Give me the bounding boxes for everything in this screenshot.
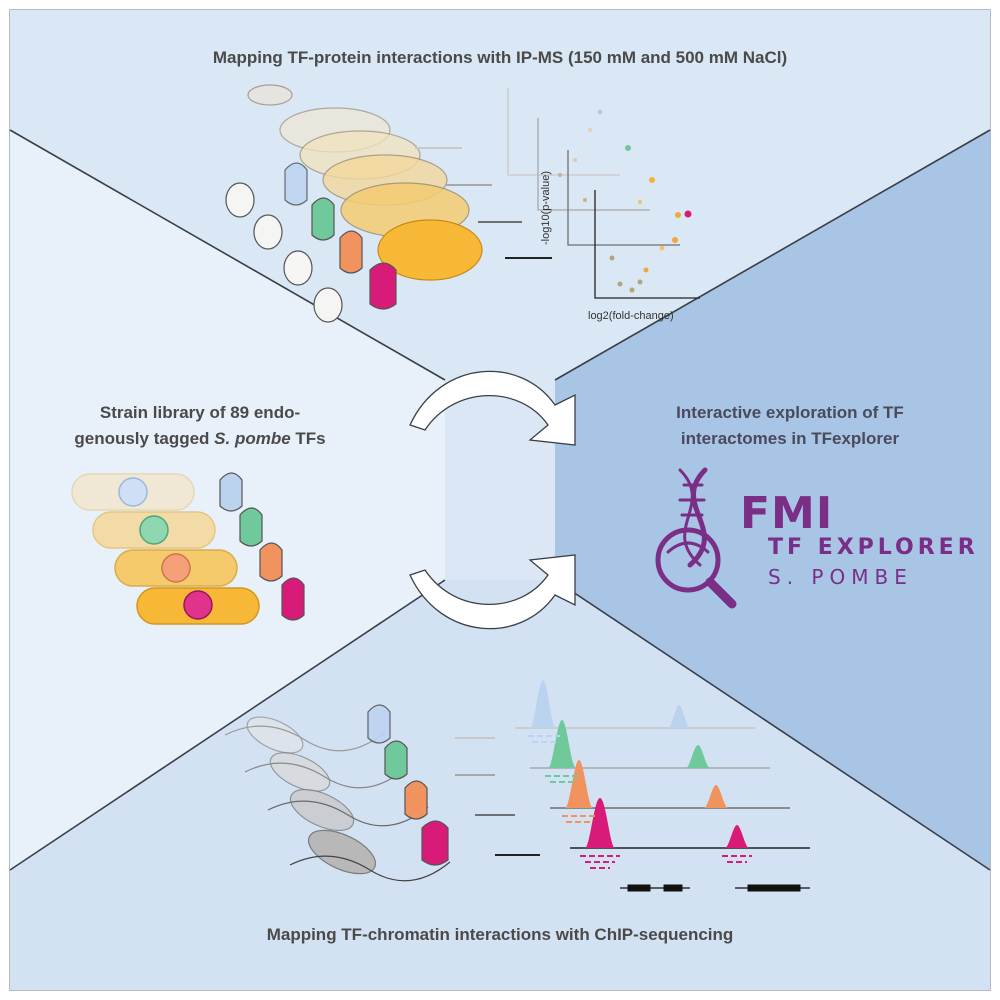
chromatin-nucleosomes [224,716,451,882]
strain-library [71,473,260,625]
volcano-plot-stack [507,88,700,299]
left-title-species: S. pombe [214,429,291,448]
left-panel-title: Strain library of 89 endo- genously tagg… [30,400,370,452]
chip-tagged-tfs [367,704,449,866]
panel-dividers [9,129,991,871]
strain-tfs [219,472,305,621]
right-title-line2: interactomes in TFexplorer [680,429,900,448]
right-title-line1: Interactive exploration of TF [676,403,904,422]
left-title-line1: Strain library of 89 endo- [99,403,301,422]
top-panel-title: Mapping TF-protein interactions with IP-… [212,48,788,67]
gene-annotation-track [620,884,810,892]
bottom-panel-title: Mapping TF-chromatin interactions with C… [266,925,734,944]
volcano-y-label: -log10(p-value) [540,171,552,245]
chip-arrows [455,737,540,856]
right-panel [555,130,990,870]
left-title-line2-post: TFs [290,429,326,448]
volcano-x-label: log2(fold-change) [588,310,674,322]
left-title-line2-pre: genously tagged [74,429,215,448]
arrow-top-icon [409,370,576,446]
ip-ms-arrows [415,147,552,259]
ip-ms-tagged-tfs [225,162,397,323]
ip-ms-protein-stack [247,84,483,281]
chip-seq-peaks [530,680,749,848]
chip-seq-reads [528,735,752,869]
right-panel-title: Interactive exploration of TF interactom… [620,400,960,452]
cycle-arrows [409,370,576,630]
volcano-points [558,109,692,293]
arrow-bottom-icon [409,554,576,630]
tfexplorer-logo-icon [655,467,737,609]
center-panel [445,380,555,580]
